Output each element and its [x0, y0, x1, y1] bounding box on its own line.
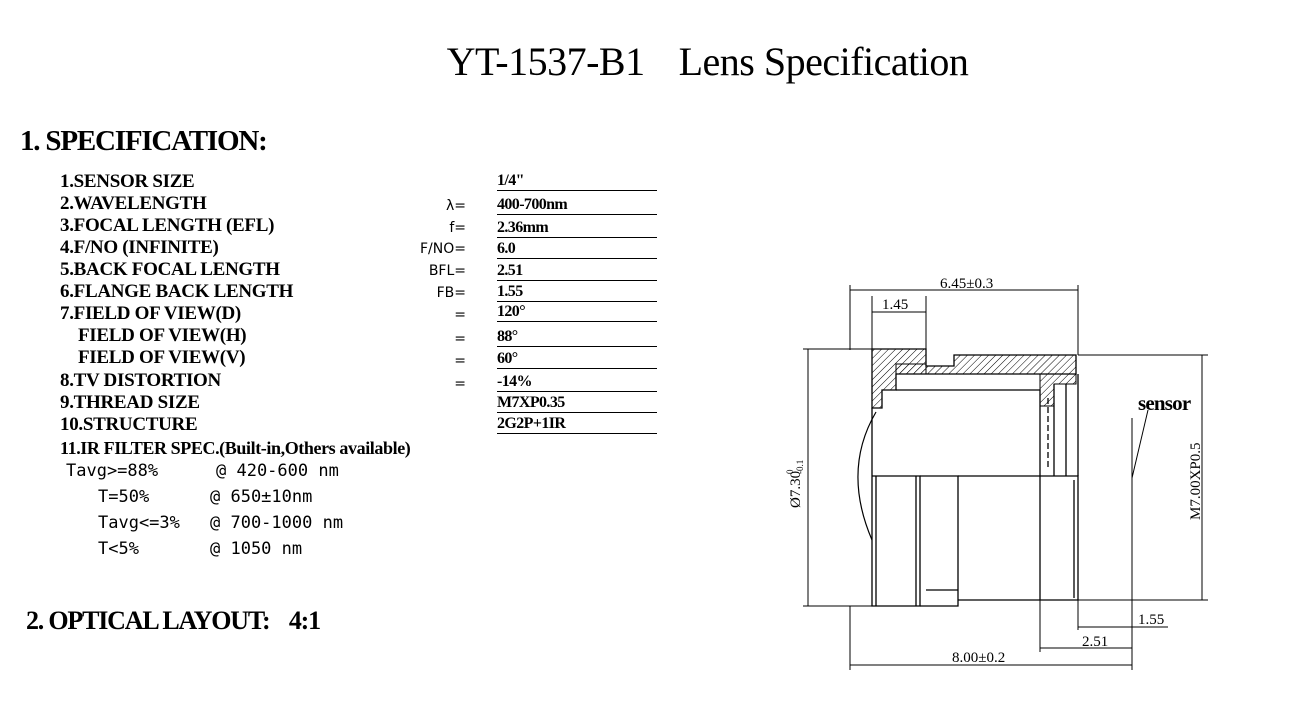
- spec-value-fov-h: 88°: [497, 328, 657, 347]
- spec-value-structure: 2G2P+1IR: [497, 415, 657, 434]
- ir-cond-1: Tavg>=88%: [66, 461, 159, 481]
- dimension-right: [1078, 354, 1208, 628]
- spec-value-fno: 6.0: [497, 240, 657, 259]
- barrel-hatched-section: [871, 348, 1077, 409]
- dim-left-tol-upper: 0: [785, 469, 795, 474]
- dim-left-tol-lower: -0.1: [795, 460, 805, 474]
- optical-layout-label: 2. OPTICAL LAYOUT:: [26, 606, 271, 635]
- barrel-outline: [857, 374, 1079, 607]
- spec-label-fno: 4.F/NO (INFINITE): [60, 237, 219, 258]
- model-number: YT-1537-B1: [446, 39, 645, 84]
- title-text: Lens Specification: [678, 39, 969, 84]
- spec-label-ir-filter: 11.IR FILTER SPEC.(Built-in,Others avail…: [60, 438, 411, 458]
- spec-value-fov-v: 60°: [497, 350, 657, 369]
- spec-symbol-fno: F/NO=: [420, 241, 466, 257]
- spec-label-wavelength: 2.WAVELENGTH: [60, 193, 207, 214]
- spec-symbol-fb: FB=: [436, 285, 466, 301]
- spec-label-focal-length: 3.FOCAL LENGTH (EFL): [60, 215, 275, 236]
- dimension-top: [849, 285, 1079, 355]
- spec-value-fov-d: 120°: [497, 303, 657, 322]
- sensor-leader-line: [1131, 409, 1149, 479]
- spec-label-sensor-size: 1.SENSOR SIZE: [60, 171, 195, 192]
- spec-symbol-fov-v: =: [454, 353, 466, 369]
- spec-value-sensor-size: 1/4": [497, 172, 657, 191]
- section-optical-layout-heading: 2. OPTICAL LAYOUT: 4:1: [26, 606, 321, 636]
- spec-label-back-focal-length: 5.BACK FOCAL LENGTH: [60, 259, 280, 280]
- ir-range-1: @ 420-600 nm: [216, 461, 339, 481]
- spec-value-thread-size: M7XP0.35: [497, 394, 657, 413]
- spec-label-tv-distortion: 8.TV DISTORTION: [60, 370, 221, 391]
- dim-top-small: 1.45: [882, 297, 908, 313]
- spec-symbol-wavelength: λ=: [445, 198, 466, 214]
- ir-cond-4: T<5%: [98, 539, 139, 559]
- spec-label-fov-h: FIELD OF VIEW(H): [78, 325, 247, 346]
- spec-value-wavelength: 400-700nm: [497, 196, 657, 215]
- spec-label-fov-d: 7.FIELD OF VIEW(D): [60, 303, 241, 324]
- dim-bfl: 2.51: [1082, 634, 1108, 650]
- ir-range-2: @ 650±10nm: [210, 487, 313, 507]
- dimension-left: [803, 348, 872, 607]
- ir-range-4: @ 1050 nm: [210, 539, 303, 559]
- ir-cond-3: Tavg<=3%: [98, 513, 180, 533]
- optical-layout-scale: 4:1: [288, 606, 321, 635]
- spec-value-fb: 1.55: [497, 283, 657, 302]
- section-specification-heading: 1. SPECIFICATION:: [20, 125, 268, 157]
- spec-symbol-fov-h: =: [454, 331, 466, 347]
- dim-fb: 1.55: [1138, 612, 1164, 628]
- page-title: YT-1537-B1 Lens Specification: [0, 38, 1293, 85]
- ir-cond-2: T=50%: [98, 487, 150, 507]
- dim-left-diameter: Ø7.30: [788, 471, 804, 508]
- spec-label-structure: 10.STRUCTURE: [60, 414, 198, 435]
- dim-right-thread: M7.00XP0.5: [1188, 442, 1204, 520]
- ir-range-3: @ 700-1000 nm: [210, 513, 344, 533]
- spec-label-thread-size: 9.THREAD SIZE: [60, 392, 200, 413]
- spec-symbol-bfl: BFL=: [428, 263, 466, 279]
- spec-label-fov-v: FIELD OF VIEW(V): [78, 347, 246, 368]
- spec-value-focal-length: 2.36mm: [497, 219, 657, 238]
- spec-symbol-focal-length: f=: [449, 220, 466, 236]
- spec-label-flange-back-length: 6.FLANGE BACK LENGTH: [60, 281, 294, 302]
- spec-value-tv-distortion: -14%: [497, 373, 657, 392]
- spec-symbol-fov-d: =: [454, 307, 466, 323]
- dimension-bottom: [849, 600, 1168, 670]
- dim-total-length: 8.00±0.2: [952, 650, 1005, 666]
- dim-left-diameter-group: Ø7.30 0 -0.1: [785, 460, 805, 508]
- sensor-label: sensor: [1138, 391, 1191, 415]
- spec-value-bfl: 2.51: [497, 262, 657, 281]
- dim-top-width: 6.45±0.3: [940, 276, 993, 292]
- spec-symbol-tv-distortion: =: [454, 376, 466, 392]
